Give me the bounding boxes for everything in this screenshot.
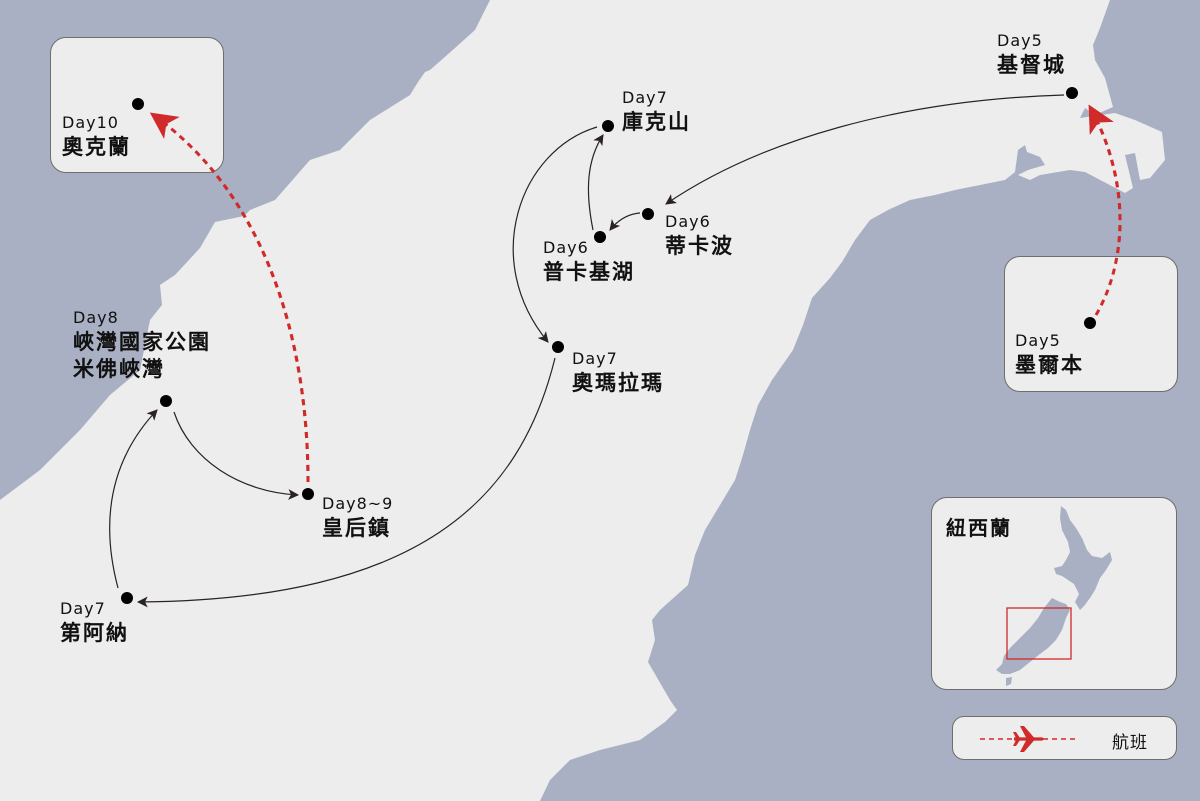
stop-dot-milford[interactable] xyxy=(160,395,172,407)
stop-label-mount-cook: Day7 庫克山 xyxy=(622,90,691,135)
region-highlight-box xyxy=(1006,607,1072,660)
route-omarama-teanau xyxy=(136,357,556,608)
place-name: 墨爾本 xyxy=(1015,353,1084,377)
route-tekapo-pukaki xyxy=(609,212,641,231)
stop-dot-te-anau[interactable] xyxy=(121,592,133,604)
day-label: Day10 xyxy=(62,113,119,132)
day-label: Day5 xyxy=(1015,331,1061,350)
stop-dot-queenstown[interactable] xyxy=(302,488,314,500)
day-label: Day7 xyxy=(572,349,618,368)
place-name-line-2: 米佛峽灣 xyxy=(73,357,165,382)
route-christchurch-tekapo xyxy=(665,94,1065,205)
inset-title: 紐西蘭 xyxy=(946,516,1012,540)
day-label: Day7 xyxy=(622,88,668,107)
day-label: Day6 xyxy=(543,238,589,257)
stop-dot-melbourne[interactable] xyxy=(1084,317,1096,329)
stop-label-omarama: Day7 奧瑪拉瑪 xyxy=(572,351,664,396)
place-name: 蒂卡波 xyxy=(665,234,734,258)
place-name: 庫克山 xyxy=(622,110,691,134)
stop-label-pukaki: Day6 普卡基湖 xyxy=(543,240,635,285)
inset-map: 紐西蘭 xyxy=(931,497,1177,690)
stop-label-auckland: Day10 奧克蘭 xyxy=(62,115,131,160)
place-name-line-1: 峽灣國家公園 xyxy=(73,330,211,354)
place-name: 第阿納 xyxy=(60,621,129,645)
day-label: Day6 xyxy=(665,212,711,231)
legend: 航班 xyxy=(952,716,1177,760)
route-teanau-milford xyxy=(109,409,158,589)
stop-label-melbourne: Day5 墨爾本 xyxy=(1015,333,1084,378)
stop-label-queenstown: Day8~9 皇后鎮 xyxy=(322,496,393,541)
stop-label-christchurch: Day5 基督城 xyxy=(997,33,1066,78)
airplane-icon xyxy=(1013,726,1044,752)
stop-dot-christchurch[interactable] xyxy=(1066,87,1078,99)
stop-label-tekapo: Day6 蒂卡波 xyxy=(665,214,734,259)
stop-dot-mount-cook[interactable] xyxy=(602,120,614,132)
route-pukaki-mountcook xyxy=(587,134,604,231)
legend-flight-line xyxy=(980,726,1076,752)
stop-dot-omarama[interactable] xyxy=(552,341,564,353)
day-label: Day7 xyxy=(60,599,106,618)
day-label: Day5 xyxy=(997,31,1043,50)
day-label: Day8~9 xyxy=(322,494,394,513)
place-name: 奧瑪拉瑪 xyxy=(572,371,664,395)
place-name: 基督城 xyxy=(997,53,1066,77)
stop-dot-pukaki[interactable] xyxy=(594,231,606,243)
stop-label-te-anau: Day7 第阿納 xyxy=(60,601,129,646)
place-name: 皇后鎮 xyxy=(322,516,391,540)
day-label: Day8 xyxy=(73,308,119,327)
place-name: 奧克蘭 xyxy=(62,135,131,159)
new-zealand-silhouette xyxy=(996,506,1112,686)
stop-dot-auckland[interactable] xyxy=(132,98,144,110)
stop-label-milford: Day8 峽灣國家公園 米佛峽灣 xyxy=(73,310,211,382)
legend-label-flight: 航班 xyxy=(1112,733,1148,753)
stop-dot-tekapo[interactable] xyxy=(642,208,654,220)
place-name: 普卡基湖 xyxy=(543,260,635,284)
route-mountcook-omarama xyxy=(512,126,598,343)
